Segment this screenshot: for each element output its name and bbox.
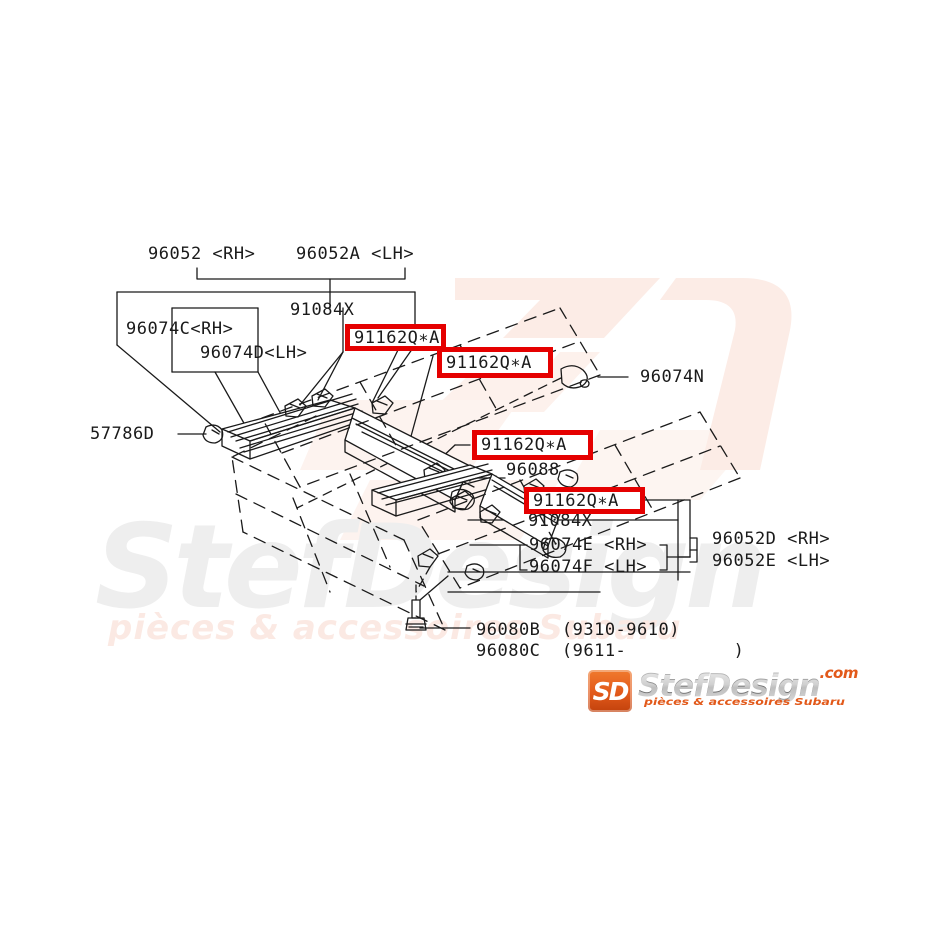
highlight-91162q-1[interactable]: 91162Q∗A	[345, 324, 446, 351]
label-96074f-lh: 96074F <LH>	[529, 557, 648, 577]
logo-monogram-icon: SD	[588, 670, 632, 712]
label-96088: 96088	[506, 460, 560, 480]
label-96052e-lh: 96052E <LH>	[712, 551, 831, 571]
highlight-91162q-3[interactable]: 91162Q∗A	[472, 430, 593, 460]
brand-logo[interactable]: SD StefDesign .com pièces & accessoires …	[588, 664, 860, 716]
label-96074d-lh: 96074D<LH>	[200, 343, 308, 363]
logo-tld: .com	[819, 664, 858, 682]
label-96052a-lh: 96052A <LH>	[296, 244, 415, 264]
label-96074n: 96074N	[640, 367, 705, 387]
logo-tagline: pièces & accessoires Subaru	[644, 697, 845, 708]
label-91084x-bottom: 91084X	[528, 511, 593, 531]
label-96074e-rh: 96074E <RH>	[529, 535, 648, 555]
highlight-91162q-4[interactable]: 91162Q∗A	[524, 487, 645, 514]
label-96052-rh: 96052 <RH>	[148, 244, 256, 264]
label-91084x-top: 91084X	[290, 300, 355, 320]
highlight-91162q-2[interactable]: 91162Q∗A	[437, 347, 553, 378]
label-96080b: 96080B (9310-9610)	[476, 620, 680, 640]
logo-wordmark: StefDesign	[638, 668, 821, 704]
label-57786d: 57786D	[90, 424, 155, 444]
label-96074c-rh: 96074C<RH>	[126, 319, 234, 339]
label-96080c: 96080C (9611- )	[476, 641, 745, 661]
label-96052d-rh: 96052D <RH>	[712, 529, 831, 549]
logo-monogram-text: SD	[592, 676, 630, 706]
